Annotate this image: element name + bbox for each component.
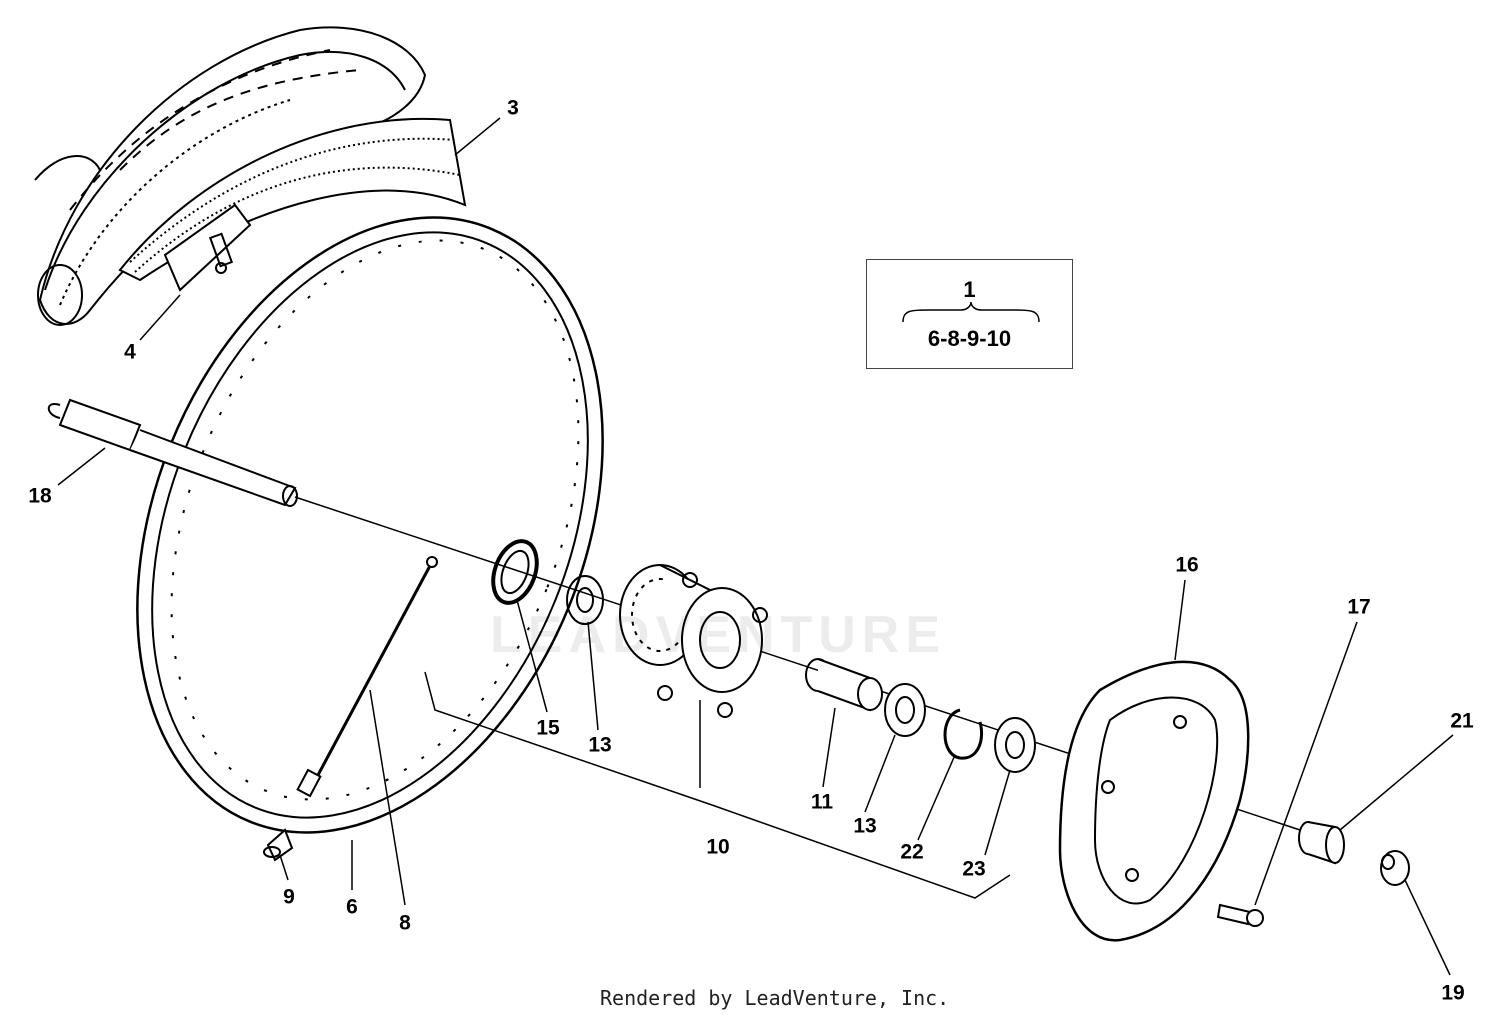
disc-bolt[interactable] bbox=[1216, 903, 1264, 927]
callout-22[interactable]: 22 bbox=[900, 840, 924, 864]
kit-parts-list: 6-8-9-10 bbox=[927, 326, 1012, 351]
callout-19[interactable]: 19 bbox=[1441, 981, 1465, 1005]
spacer[interactable] bbox=[805, 658, 883, 712]
callout-21[interactable]: 21 bbox=[1450, 709, 1474, 733]
callout-15[interactable]: 15 bbox=[536, 716, 560, 740]
kit-number[interactable]: 1 bbox=[963, 277, 976, 302]
bearing-outer[interactable] bbox=[994, 717, 1036, 773]
spoke-nipple[interactable] bbox=[263, 828, 294, 862]
callout-9[interactable]: 9 bbox=[283, 885, 295, 909]
callout-13-right[interactable]: 13 bbox=[853, 814, 877, 838]
bearing-right[interactable] bbox=[884, 683, 926, 737]
render-credit: Rendered by LeadVenture, Inc. bbox=[600, 986, 950, 1010]
leader-lines bbox=[57, 117, 1454, 976]
circlip[interactable] bbox=[943, 708, 984, 760]
rim-lock[interactable] bbox=[163, 203, 252, 292]
callout-8[interactable]: 8 bbox=[399, 911, 411, 935]
callout-13-left[interactable]: 13 bbox=[588, 733, 612, 757]
callout-18[interactable]: 18 bbox=[28, 484, 52, 508]
bearing-left[interactable] bbox=[566, 575, 604, 625]
seal[interactable] bbox=[485, 535, 544, 609]
kit-box: 1 6-8-9-10 bbox=[866, 259, 1073, 369]
callout-23[interactable]: 23 bbox=[962, 857, 986, 881]
brake-disc[interactable] bbox=[1058, 660, 1250, 942]
watermark: LEADVENTURE bbox=[490, 606, 947, 664]
hub[interactable] bbox=[619, 564, 768, 718]
axle[interactable] bbox=[47, 398, 298, 507]
axle-nut[interactable] bbox=[1380, 850, 1410, 886]
collar[interactable] bbox=[1298, 821, 1345, 865]
callout-3[interactable]: 3 bbox=[507, 96, 519, 120]
callout-6[interactable]: 6 bbox=[346, 895, 358, 919]
callout-16[interactable]: 16 bbox=[1175, 553, 1199, 577]
callout-17[interactable]: 17 bbox=[1347, 595, 1371, 619]
callout-4[interactable]: 4 bbox=[124, 340, 136, 364]
spoke[interactable] bbox=[296, 556, 438, 798]
callout-11[interactable]: 11 bbox=[810, 790, 834, 814]
brace-icon bbox=[902, 301, 1040, 323]
callout-10[interactable]: 10 bbox=[706, 835, 730, 859]
